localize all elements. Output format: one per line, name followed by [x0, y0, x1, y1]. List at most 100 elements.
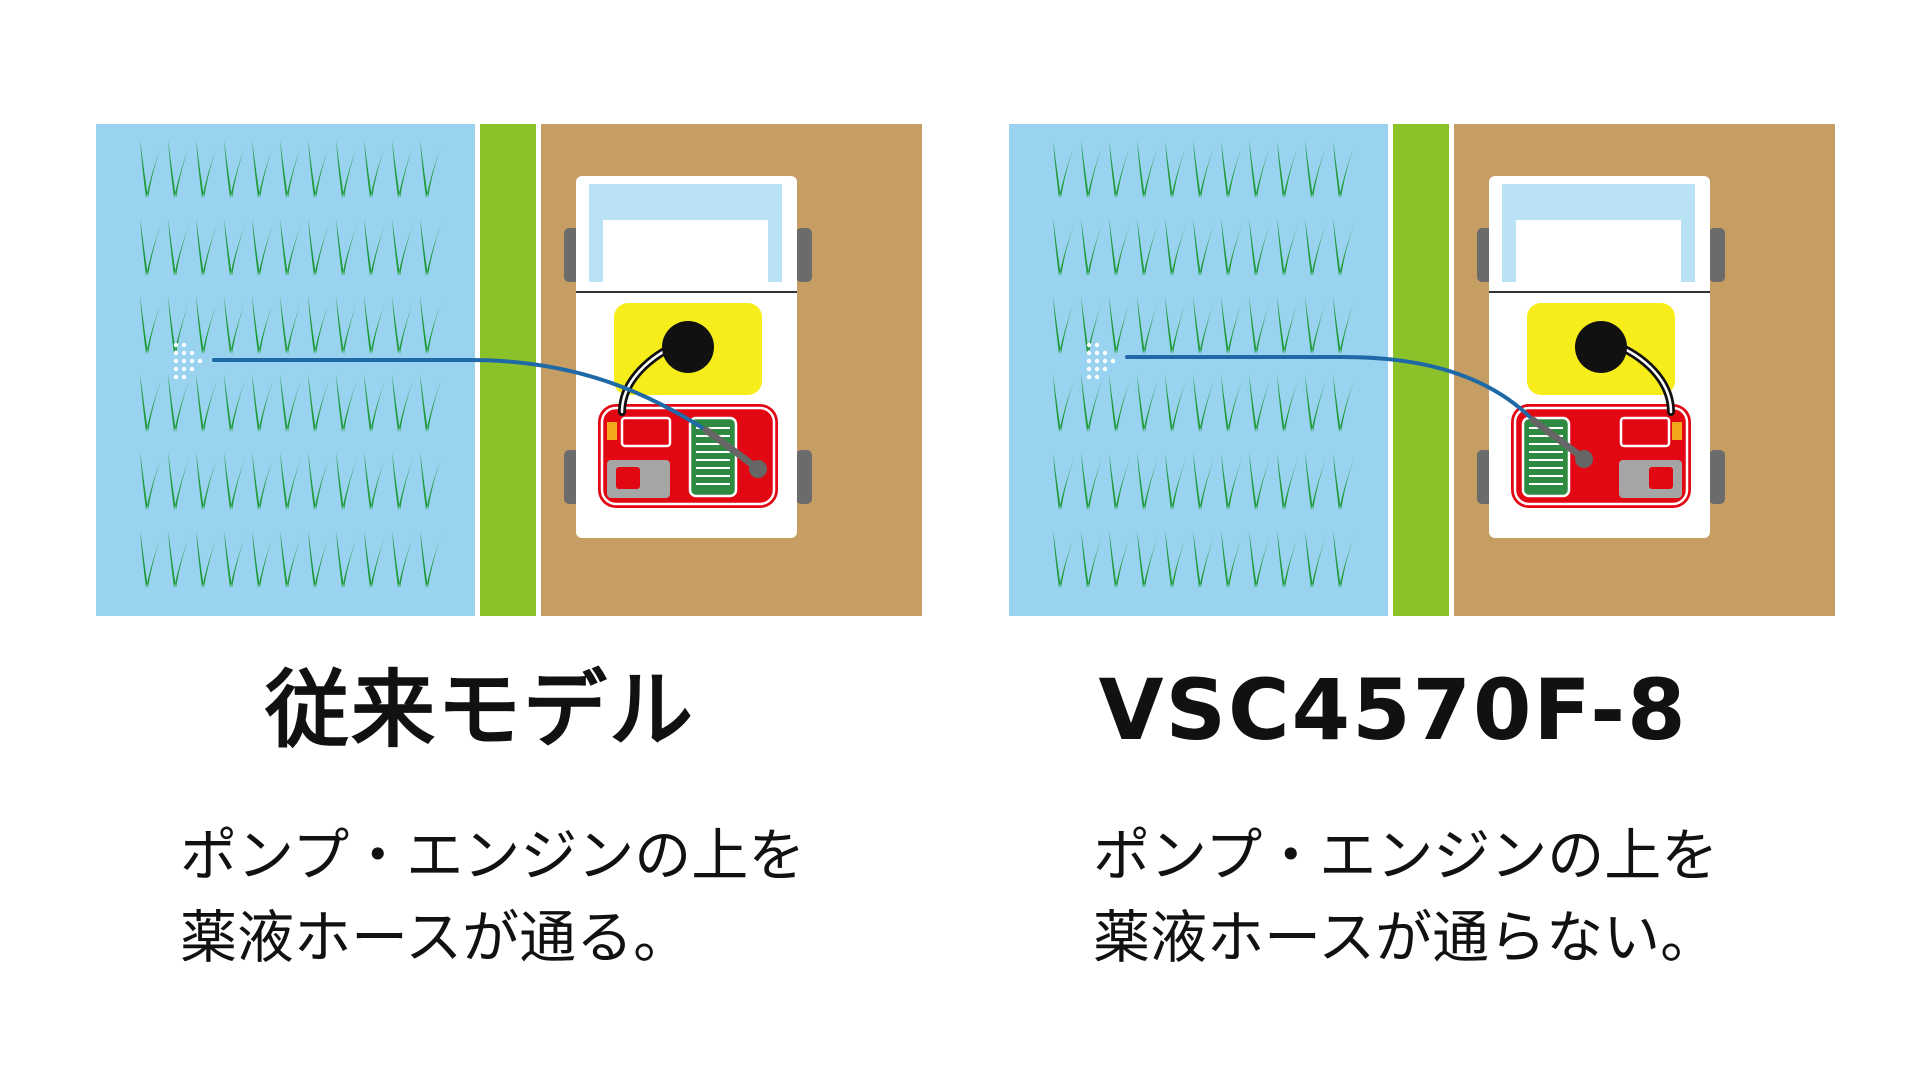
rice-plant-icon — [420, 296, 442, 354]
rice-plant-icon — [168, 140, 190, 198]
rice-plant-icon — [1333, 452, 1355, 510]
rice-plant-icon — [1109, 140, 1131, 198]
rice-plant-icon — [280, 140, 302, 198]
rice-plant-icon — [252, 296, 274, 354]
rice-plant-icon — [224, 530, 246, 588]
rice-plant-icon — [1333, 140, 1355, 198]
rice-plant-icon — [1221, 296, 1243, 354]
rice-plant-icon — [420, 218, 442, 276]
windshield — [1502, 184, 1695, 220]
rice-plant-icon — [1221, 530, 1243, 588]
rice-plant-icon — [1137, 296, 1159, 354]
rice-plant-icon — [1333, 374, 1355, 432]
rice-plant-icon — [364, 296, 386, 354]
rice-plant-icon — [280, 452, 302, 510]
rice-plant-icon — [1109, 452, 1131, 510]
description-line: 薬液ホースが通る。 — [180, 905, 691, 971]
rice-plant-icon — [140, 452, 162, 510]
rice-plant-icon — [1137, 452, 1159, 510]
rice-plant-icon — [420, 530, 442, 588]
rice-plant-icon — [1081, 140, 1103, 198]
rice-plant-icon — [140, 530, 162, 588]
pump-unit — [1619, 416, 1671, 448]
chemical-hose — [1125, 355, 1585, 460]
rice-plant-icon — [336, 296, 358, 354]
description-line: 薬液ホースが通らない。 — [1093, 905, 1718, 971]
rice-plant-icon — [336, 374, 358, 432]
rice-plant-icon — [336, 452, 358, 510]
rice-plant-icon — [252, 530, 274, 588]
rice-plant-icon — [168, 452, 190, 510]
rice-plant-icon — [1165, 296, 1187, 354]
rice-plant-icon — [392, 530, 414, 588]
rice-plant-icon — [1305, 140, 1327, 198]
rice-plant-icon — [1193, 374, 1215, 432]
rice-plant-icon — [1137, 140, 1159, 198]
rice-plant-icon — [336, 530, 358, 588]
rice-plant-icon — [196, 140, 218, 198]
rice-plants — [1053, 140, 1355, 588]
description-line: ポンプ・エンジンの上を — [180, 823, 806, 889]
rice-plant-icon — [1221, 218, 1243, 276]
rice-plant-icon — [308, 374, 330, 432]
rice-plant-icon — [140, 218, 162, 276]
rice-plant-icon — [1053, 530, 1075, 588]
rice-plant-icon — [1249, 530, 1271, 588]
side-window — [1681, 184, 1695, 282]
rice-plant-icon — [1305, 452, 1327, 510]
rice-plant-icon — [224, 296, 246, 354]
hose-connector — [607, 422, 617, 440]
tank-cap — [662, 321, 714, 373]
rice-plant-icon — [1277, 296, 1299, 354]
sprayer-truck — [564, 176, 812, 538]
rice-plant-icon — [308, 140, 330, 198]
rice-plant-icon — [1081, 296, 1103, 354]
rice-plant-icon — [1221, 374, 1243, 432]
rice-plant-icon — [1277, 140, 1299, 198]
engine-cap — [616, 467, 640, 489]
rice-plant-icon — [1081, 374, 1103, 432]
description-line: ポンプ・エンジンの上を — [1093, 823, 1719, 889]
hose-reel-knob — [1575, 450, 1593, 468]
rice-plant-icon — [364, 218, 386, 276]
rice-plant-icon — [336, 140, 358, 198]
rice-plant-icon — [1165, 140, 1187, 198]
rice-plant-icon — [224, 218, 246, 276]
rice-plant-icon — [224, 452, 246, 510]
side-window — [1502, 184, 1516, 282]
model-title: 従来モデル — [264, 661, 695, 759]
model-description: ポンプ・エンジンの上を 薬液ホースが通る。 — [180, 815, 805, 979]
rice-plant-icon — [1137, 374, 1159, 432]
truck-tire — [796, 450, 812, 504]
rice-plant-icon — [392, 218, 414, 276]
truck-tire — [1709, 228, 1725, 282]
rice-plant-icon — [1109, 374, 1131, 432]
rice-plant-icon — [1277, 530, 1299, 588]
rice-plant-icon — [1249, 140, 1271, 198]
rice-plant-icon — [252, 218, 274, 276]
truck-tire — [796, 228, 812, 282]
rice-plant-icon — [196, 530, 218, 588]
hose-reel-handle — [702, 426, 761, 472]
rice-plant-icon — [392, 296, 414, 354]
rice-plant-icon — [336, 218, 358, 276]
rice-plant-icon — [1165, 530, 1187, 588]
spray-mist-icon — [173, 342, 203, 380]
rice-plant-icon — [1137, 218, 1159, 276]
rice-plant-icon — [420, 452, 442, 510]
side-window — [768, 184, 782, 282]
rice-plant-icon — [224, 140, 246, 198]
rice-plant-icon — [140, 296, 162, 354]
rice-plant-icon — [1305, 530, 1327, 588]
rice-plant-icon — [1221, 452, 1243, 510]
paddy-water — [96, 124, 475, 616]
rice-plant-icon — [1081, 530, 1103, 588]
rice-plant-icon — [1333, 218, 1355, 276]
engine-cap — [1649, 467, 1673, 489]
conventional-field-diagram — [96, 124, 922, 616]
rice-plant-icon — [308, 296, 330, 354]
rice-plant-icon — [168, 218, 190, 276]
rice-plant-icon — [1109, 218, 1131, 276]
rice-plant-icon — [196, 452, 218, 510]
chemical-hose — [212, 358, 759, 470]
